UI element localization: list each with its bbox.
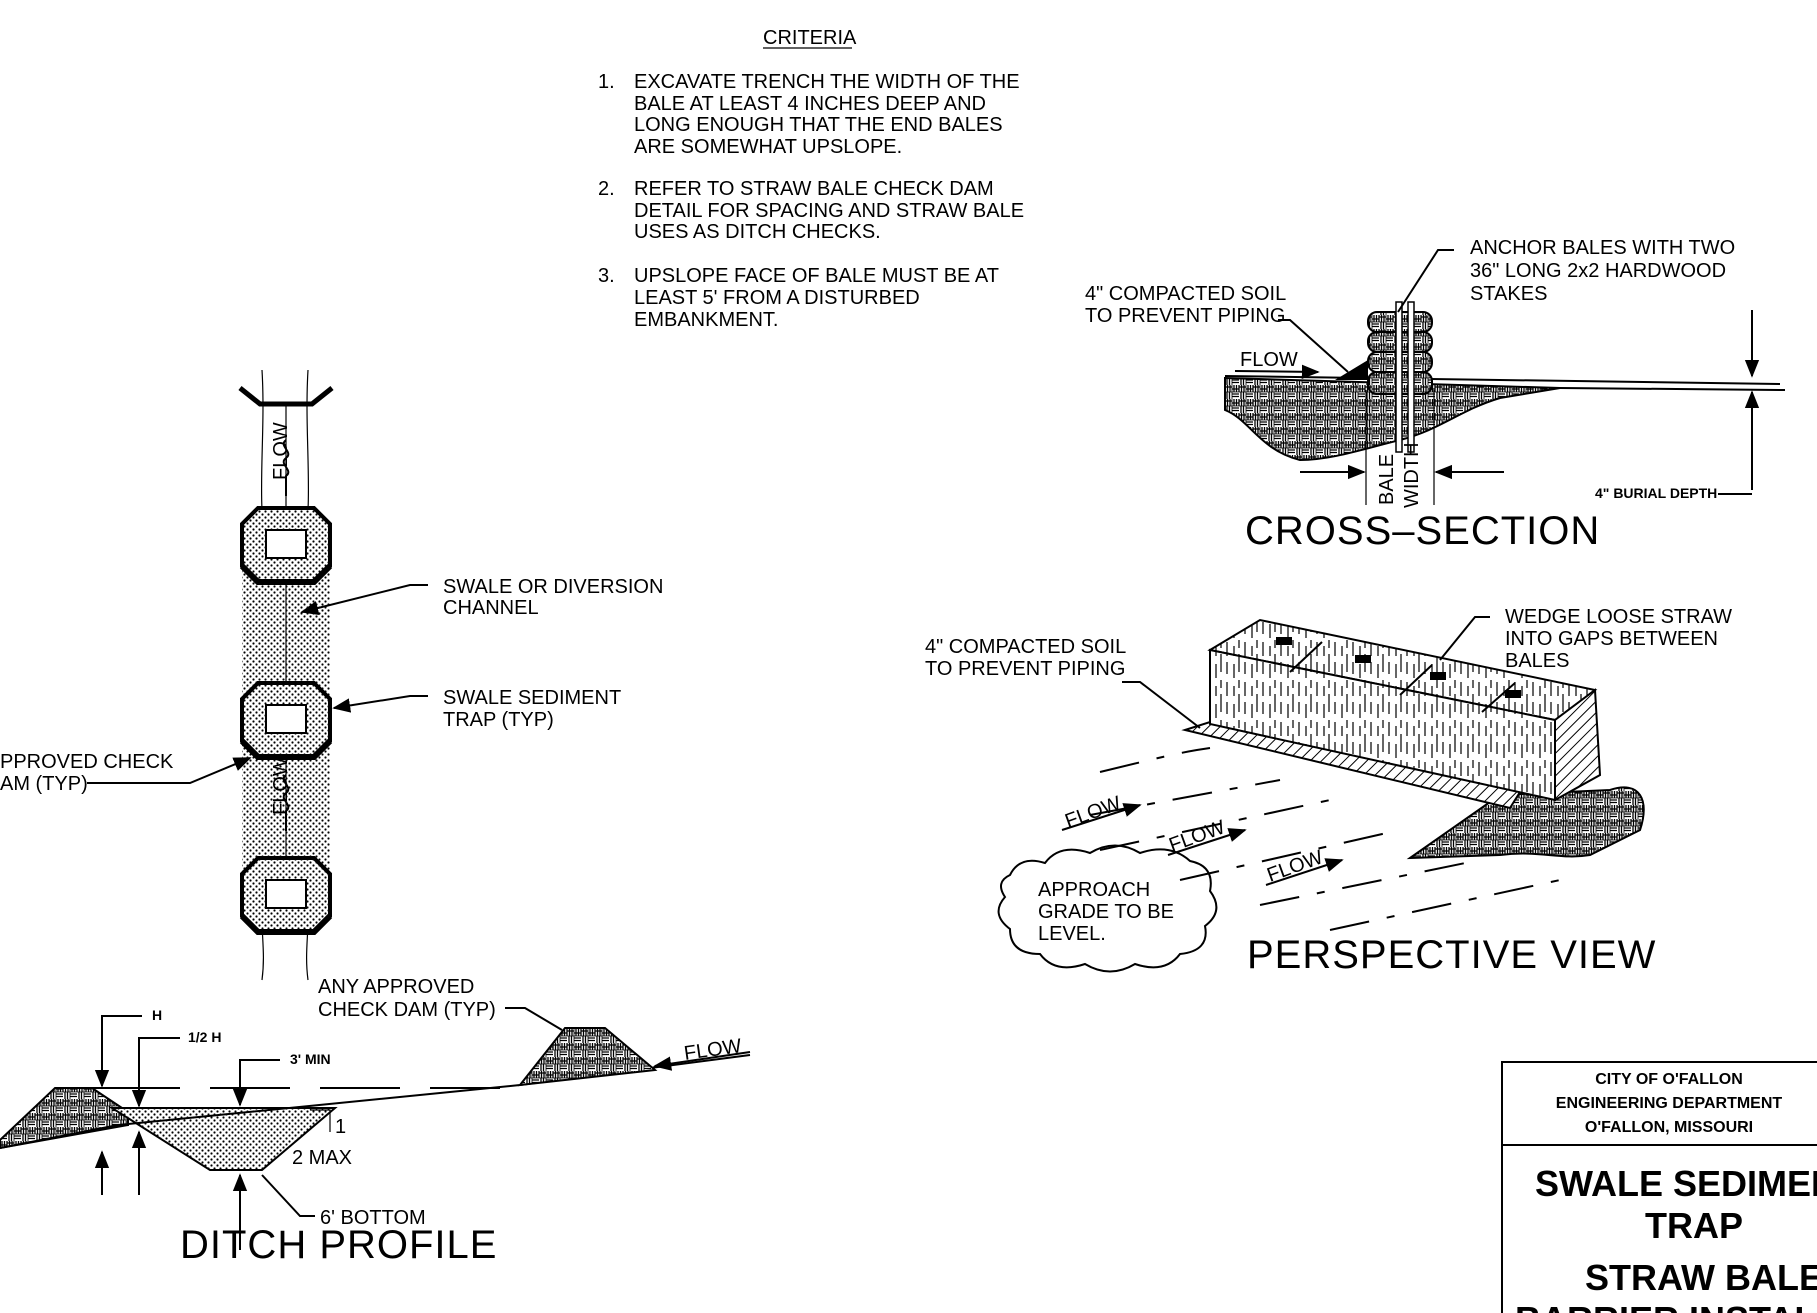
dim-half-h: 1/2 H	[188, 1029, 221, 1045]
pv-soil-line-1: 4" COMPACTED SOIL	[925, 636, 1126, 658]
slope-1: 1	[335, 1116, 346, 1138]
stake	[1395, 301, 1403, 453]
bale-width-line-1: BALE	[1376, 454, 1398, 505]
pv-flow-2: FLOW	[1166, 816, 1228, 856]
criteria-item-3-num: 3.	[598, 265, 615, 287]
cross-section-title: CROSS–SECTION	[1245, 509, 1600, 553]
anchor-line-1: ANCHOR BALES WITH TWO	[1470, 237, 1735, 259]
dim-h: H	[152, 1007, 162, 1023]
ditch-profile-title: DITCH PROFILE	[180, 1223, 497, 1267]
title-line-4: BARRIER INSTALLAT	[1515, 1299, 1817, 1313]
stake-top	[1355, 655, 1371, 663]
channel-end-marker	[238, 386, 334, 407]
stake-top	[1276, 637, 1292, 645]
perspective-title: PERSPECTIVE VIEW	[1247, 933, 1656, 977]
wedge-line-1: WEDGE LOOSE STRAW	[1505, 606, 1732, 628]
stake-top	[1430, 672, 1446, 680]
profile-check-dam-line-1: ANY APPROVED	[318, 976, 474, 998]
criteria-item-3-line-3: EMBANKMENT.	[634, 309, 778, 331]
criteria-item-3-line-2: LEAST 5' FROM A DISTURBED	[634, 287, 920, 309]
criteria-notes: CRITERIA 1. EXCAVATE TRENCH THE WIDTH OF…	[598, 27, 1024, 331]
bottom-label: 6' BOTTOM	[320, 1207, 426, 1229]
criteria-item-3-line-1: UPSLOPE FACE OF BALE MUST BE AT	[634, 265, 999, 287]
cross-section: ANCHOR BALES WITH TWO 36" LONG 2x2 HARDW…	[1085, 237, 1786, 553]
plan-flow-mid: FLOW	[270, 757, 292, 815]
org-line-1: CITY OF O'FALLON	[1595, 1071, 1743, 1088]
approach-cloud	[997, 844, 1218, 973]
flow-arrow-icon	[282, 774, 290, 831]
title-line-2: TRAP	[1645, 1205, 1743, 1246]
criteria-item-2-num: 2.	[598, 178, 615, 200]
check-dam-label-line-2: AM (TYP)	[0, 773, 88, 795]
perspective-view: WEDGE LOOSE STRAW INTO GAPS BETWEEN BALE…	[925, 606, 1732, 977]
plan-flow-top: FLOW	[270, 422, 292, 480]
anchor-line-2: 36" LONG 2x2 HARDWOOD	[1470, 260, 1726, 282]
check-dam-label-line-1: PPROVED CHECK	[0, 751, 174, 773]
profile-flow: FLOW	[683, 1035, 743, 1065]
criteria-item-1-line-3: LONG ENOUGH THAT THE END BALES	[634, 114, 1003, 136]
anchor-line-3: STAKES	[1470, 283, 1547, 305]
slope-2: 2 MAX	[292, 1147, 352, 1169]
plan-bale-2	[239, 681, 333, 760]
criteria-title: CRITERIA	[763, 27, 857, 49]
title-block: CITY OF O'FALLON ENGINEERING DEPARTMENT …	[1501, 1061, 1817, 1313]
org-line-3: O'FALLON, MISSOURI	[1585, 1119, 1753, 1136]
cs-flow: FLOW	[1240, 349, 1298, 371]
cs-soil-line-2: TO PREVENT PIPING	[1085, 305, 1285, 327]
burial-depth: 4" BURIAL DEPTH	[1595, 485, 1717, 501]
criteria-item-1-num: 1.	[598, 71, 615, 93]
swale-label-line-2: CHANNEL	[443, 597, 539, 619]
plan-bale-1	[239, 506, 333, 585]
wedge-line-3: BALES	[1505, 650, 1569, 672]
criteria-item-2-line-1: REFER TO STRAW BALE CHECK DAM	[634, 178, 994, 200]
wedge-line-2: INTO GAPS BETWEEN	[1505, 628, 1718, 650]
approach-line-2: GRADE TO BE	[1038, 901, 1174, 923]
trap-label-line-2: TRAP (TYP)	[443, 709, 554, 731]
pv-flow-3: FLOW	[1264, 846, 1326, 886]
flow-arrow-icon	[282, 439, 290, 496]
profile-check-dam-line-2: CHECK DAM (TYP)	[318, 999, 496, 1021]
approach-line-3: LEVEL.	[1038, 923, 1106, 945]
approach-line-1: APPROACH	[1038, 879, 1150, 901]
criteria-item-1-line-1: EXCAVATE TRENCH THE WIDTH OF THE	[634, 71, 1020, 93]
trap-label-line-1: SWALE SEDIMENT	[443, 687, 621, 709]
plan-view: FLOW FLOW SWALE OR DIVERSION CHANNEL SWA…	[0, 369, 663, 981]
stake	[1407, 301, 1415, 453]
dim-min: 3' MIN	[290, 1051, 331, 1067]
cs-soil-line-1: 4" COMPACTED SOIL	[1085, 283, 1286, 305]
stake-top	[1505, 690, 1521, 698]
criteria-item-2-line-2: DETAIL FOR SPACING AND STRAW BALE	[634, 200, 1024, 222]
criteria-item-1-line-4: ARE SOMEWHAT UPSLOPE.	[634, 136, 902, 158]
plan-bale-3	[239, 856, 333, 935]
criteria-item-1-line-2: BALE AT LEAST 4 INCHES DEEP AND	[634, 93, 986, 115]
title-line-1: SWALE SEDIMEN	[1535, 1163, 1817, 1204]
swale-label-line-1: SWALE OR DIVERSION	[443, 576, 663, 598]
title-line-3: STRAW BALE	[1585, 1257, 1817, 1298]
org-line-2: ENGINEERING DEPARTMENT	[1556, 1095, 1783, 1112]
pv-soil-line-2: TO PREVENT PIPING	[925, 658, 1125, 680]
ditch-profile: H 1/2 H 3' MIN 1 2 MAX 6' BOTTOM ANY APP…	[0, 976, 751, 1267]
criteria-item-2-line-3: USES AS DITCH CHECKS.	[634, 221, 881, 243]
bale-width-line-2: WIDTH	[1401, 442, 1423, 508]
